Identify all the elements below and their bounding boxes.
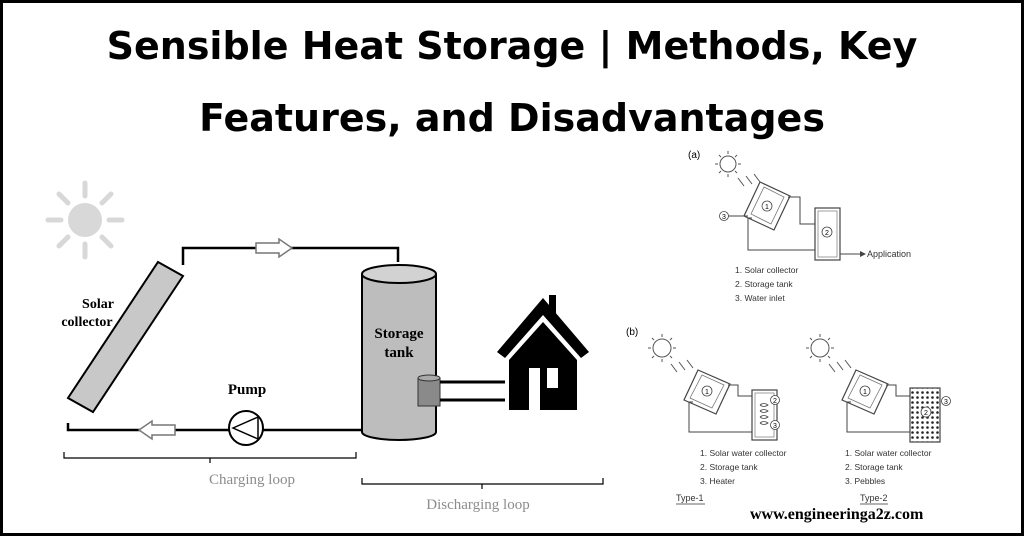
diagram-a-label: (a) <box>688 150 700 161</box>
diagram-a-legend-1: 1. Solar collector <box>735 265 798 275</box>
type2-number-1: 1 <box>863 389 867 396</box>
solar-collector <box>66 260 185 414</box>
type2-number-3: 3 <box>944 399 948 406</box>
discharging-loop-brace <box>361 478 604 489</box>
heat-exchanger <box>417 374 441 407</box>
diagram-a-legend-2: 2. Storage tank <box>735 279 793 289</box>
storage-tank-label-line2: tank <box>384 345 414 361</box>
type1-legend-2: 2. Storage tank <box>700 462 758 472</box>
type1-number-1: 1 <box>705 389 709 396</box>
type1-legend-1: 1. Solar water collector <box>700 448 787 458</box>
charging-loop-brace <box>63 452 357 463</box>
charging-loop-label: Charging loop <box>209 472 295 488</box>
house-icon <box>497 295 589 410</box>
diagram-a-number-1: 1 <box>765 204 769 211</box>
diagram-a-pipes <box>728 196 860 255</box>
type2-legend-2: 2. Storage tank <box>845 462 903 472</box>
diagram-a-sun-icon <box>715 151 741 177</box>
page-title-line-1: Sensible Heat Storage | Methods, Key <box>106 24 918 68</box>
solar-collector-label-line1: Solar <box>82 297 114 312</box>
flow-arrow-left <box>137 419 176 441</box>
diagram-a-inlet-marker <box>719 211 729 221</box>
type1-sun-rays <box>670 359 694 373</box>
diagram-a-application-arrow <box>860 251 866 257</box>
diagram-a-legend-3: 3. Water inlet <box>735 293 785 303</box>
type2-collector <box>841 369 889 415</box>
diagram-b-label: (b) <box>626 327 638 338</box>
type2-legend-1: 1. Solar water collector <box>845 448 932 458</box>
page-title-line-2: Features, and Disadvantages <box>199 96 825 140</box>
storage-tank-label-line1: Storage <box>374 326 423 342</box>
type2-sun-rays <box>828 359 852 373</box>
type2-caption: Type-2 <box>860 493 888 503</box>
diagram-a-sun-rays <box>737 173 761 187</box>
sun-icon <box>45 180 125 260</box>
type1-sun-icon <box>648 334 676 362</box>
diagram-a-number-3: 3 <box>722 214 726 221</box>
discharge-pipes <box>440 380 505 402</box>
flow-arrow-right <box>255 237 294 259</box>
type1-number-3: 3 <box>773 423 777 430</box>
diagram-a-storage-tank <box>814 207 841 261</box>
diagram-a-application-label: Application <box>867 249 911 259</box>
website-url: www.engineeringa2z.com <box>750 506 924 523</box>
type2-legend-3: 3. Pebbles <box>845 476 885 486</box>
type1-legend-3: 3. Heater <box>700 476 735 486</box>
diagram-a-number-2: 2 <box>825 230 829 237</box>
diagram-a-collector <box>743 181 791 231</box>
type1-storage-tank <box>751 389 780 441</box>
pump-label: Pump <box>228 382 266 398</box>
type1-caption: Type-1 <box>676 493 704 503</box>
solar-collector-label-line2: collector <box>61 315 112 330</box>
type1-collector <box>683 369 731 415</box>
pump-icon <box>228 410 264 446</box>
type2-storage-tank <box>909 387 951 443</box>
discharging-loop-label: Discharging loop <box>426 497 529 513</box>
type1-number-2: 2 <box>773 398 777 405</box>
type2-sun-icon <box>806 334 834 362</box>
type1-pipes <box>688 384 752 433</box>
type2-pipes <box>846 384 910 433</box>
type2-number-2: 2 <box>924 410 928 417</box>
